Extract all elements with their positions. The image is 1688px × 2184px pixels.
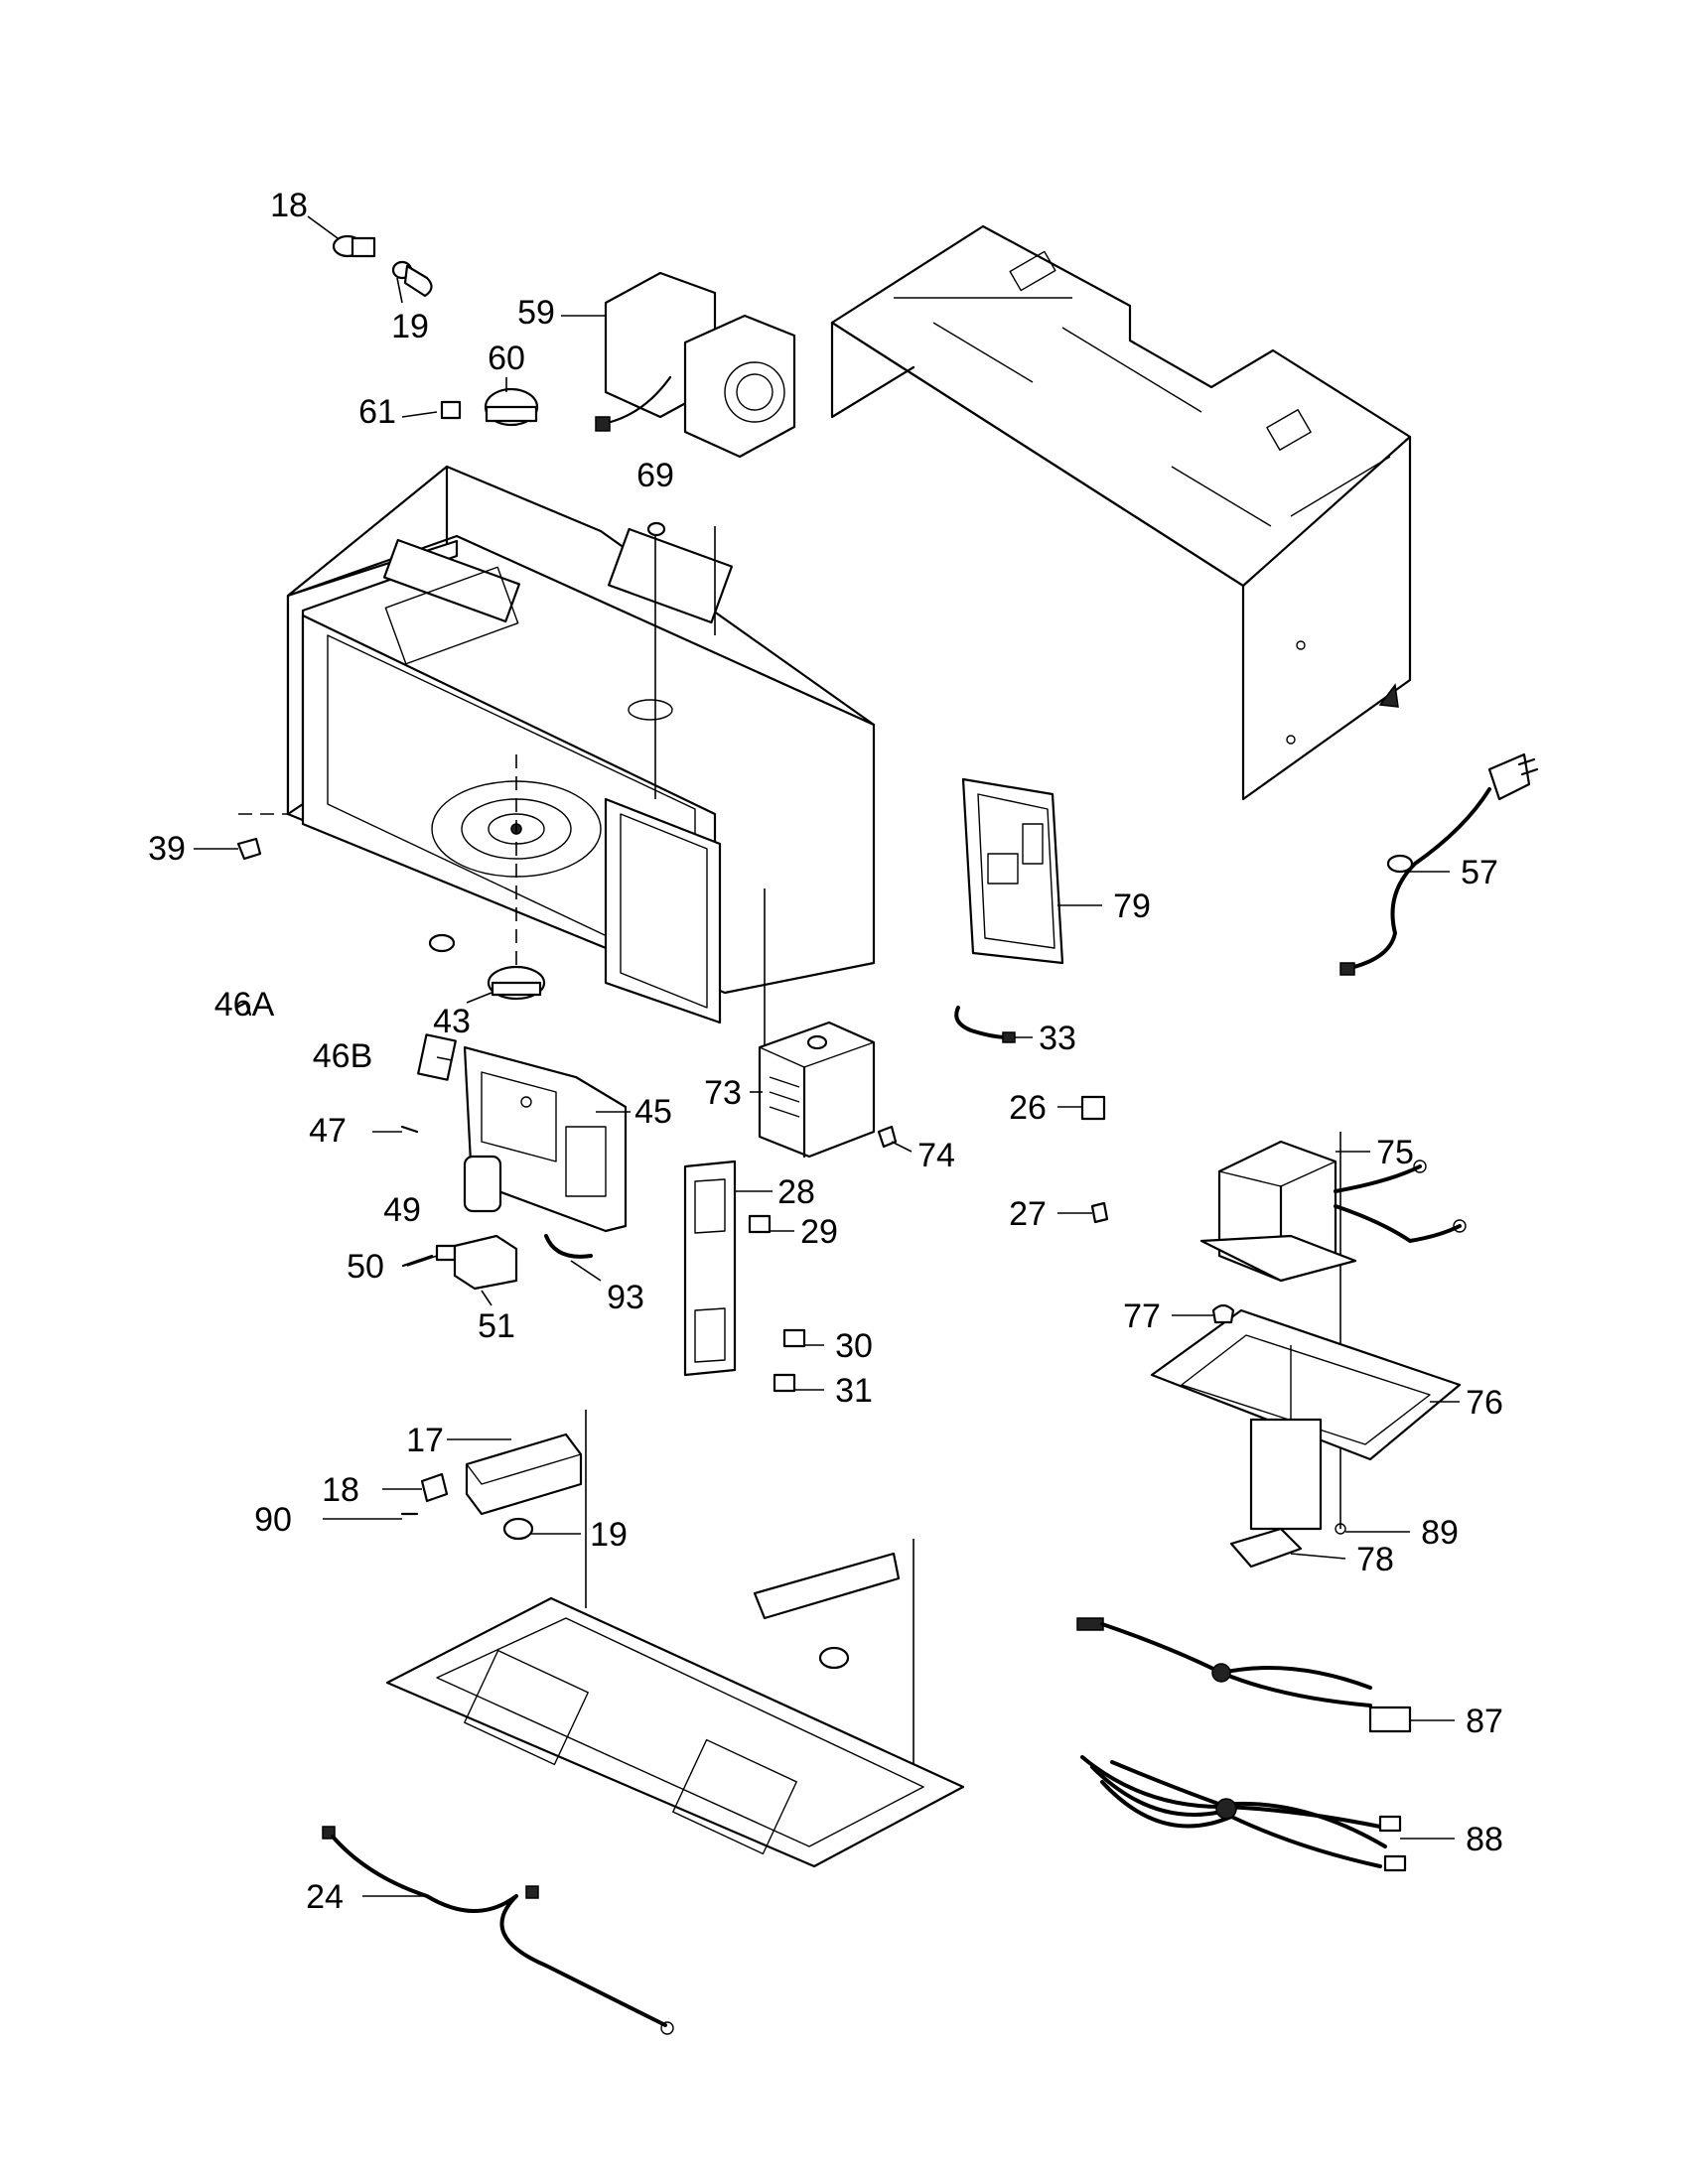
callout-17: 17 xyxy=(406,1422,444,1459)
bottom-plate xyxy=(385,1552,965,1868)
magnetron xyxy=(758,1021,898,1159)
callout-24: 24 xyxy=(306,1878,344,1916)
switch-parts-right xyxy=(954,1006,1109,1224)
callout-73: 73 xyxy=(704,1074,742,1112)
callout-39: 39 xyxy=(148,830,186,868)
callout-46A: 46A xyxy=(214,986,275,1024)
callout-33: 33 xyxy=(1039,1020,1076,1057)
callout-60: 60 xyxy=(488,340,525,377)
callout-51: 51 xyxy=(478,1307,515,1345)
control-bracket xyxy=(961,777,1064,965)
callout-labels: 18 19 59 60 61 69 57 79 39 46A 43 46B 45… xyxy=(148,187,1503,1916)
callout-69: 69 xyxy=(636,457,674,494)
wire-harness-88 xyxy=(1080,1755,1407,1872)
callout-88: 88 xyxy=(1466,1821,1503,1858)
callout-18-lower: 18 xyxy=(322,1471,359,1509)
stirrer-motor-top xyxy=(440,387,539,427)
sensor-parts xyxy=(401,1155,593,1291)
callout-26: 26 xyxy=(1009,1089,1047,1127)
fastener-69 xyxy=(646,521,666,537)
callout-47: 47 xyxy=(309,1112,347,1150)
assembly-lines xyxy=(238,526,1341,1787)
callout-45: 45 xyxy=(634,1093,672,1131)
transformer xyxy=(1199,1140,1467,1283)
base-plate xyxy=(1150,1303,1462,1569)
callout-43: 43 xyxy=(433,1003,471,1040)
callout-30: 30 xyxy=(835,1327,873,1365)
callout-78: 78 xyxy=(1356,1541,1394,1578)
callout-76: 76 xyxy=(1466,1384,1503,1422)
wire-harness-87 xyxy=(1076,1617,1412,1733)
wire-harness-24 xyxy=(322,1826,674,2035)
light-housing xyxy=(400,1433,583,1541)
power-cord xyxy=(1339,752,1539,976)
oven-cavity xyxy=(286,465,876,1024)
callout-79: 79 xyxy=(1113,887,1151,925)
callout-46B: 46B xyxy=(313,1037,373,1075)
callout-18-top: 18 xyxy=(270,187,308,224)
callout-93: 93 xyxy=(607,1279,644,1316)
small-parts-left xyxy=(234,837,546,1017)
callout-19-lower: 19 xyxy=(590,1516,628,1554)
leader-lines xyxy=(194,215,1460,1897)
outer-cabinet xyxy=(830,224,1412,801)
callout-90: 90 xyxy=(254,1501,292,1539)
callout-61: 61 xyxy=(358,393,396,431)
callout-50: 50 xyxy=(347,1248,384,1286)
door-latch-assembly xyxy=(683,1160,806,1393)
control-board-area xyxy=(400,1033,628,1233)
callout-77: 77 xyxy=(1123,1297,1161,1335)
callout-19-top: 19 xyxy=(391,308,429,345)
callout-87: 87 xyxy=(1466,1703,1503,1740)
callout-28: 28 xyxy=(777,1173,815,1211)
callout-31: 31 xyxy=(835,1372,873,1410)
callout-59: 59 xyxy=(517,294,555,332)
callout-27: 27 xyxy=(1009,1195,1047,1233)
callout-74: 74 xyxy=(917,1137,955,1174)
fan-assembly xyxy=(595,271,796,459)
callout-49: 49 xyxy=(383,1191,421,1229)
callout-89: 89 xyxy=(1421,1514,1459,1552)
callout-57: 57 xyxy=(1461,854,1498,891)
lamp-socket-top xyxy=(332,234,433,298)
callout-29: 29 xyxy=(800,1213,838,1251)
callout-75: 75 xyxy=(1376,1134,1414,1171)
